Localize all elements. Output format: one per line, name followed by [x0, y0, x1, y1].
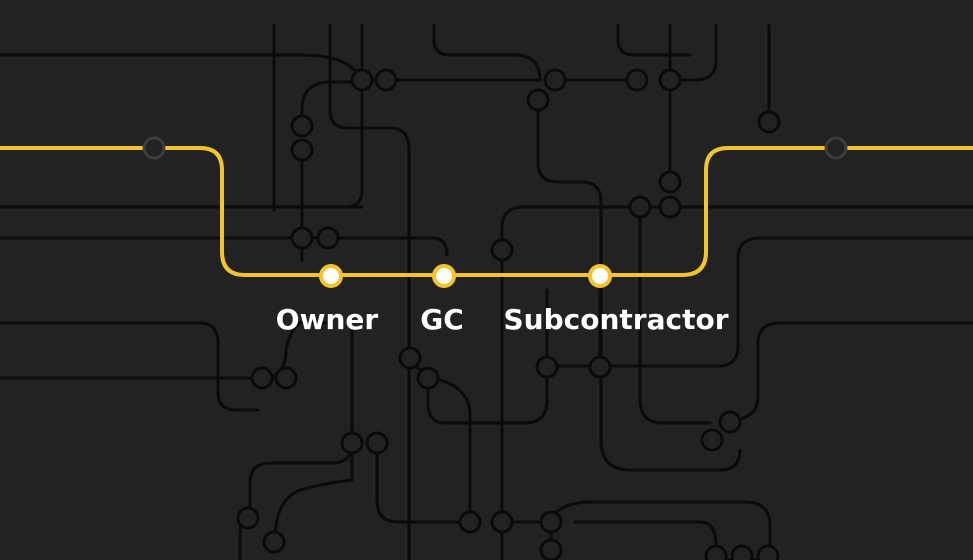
- stop-subcontractor-label: Subcontractor: [503, 303, 729, 336]
- route-end-node-right: [824, 136, 848, 160]
- stop-owner-marker: [319, 264, 343, 288]
- stop-subcontractor-marker: [588, 264, 612, 288]
- stop-gc-marker: [432, 264, 456, 288]
- stop-gc-label: GC: [420, 303, 464, 336]
- highlighted-route-line: [0, 146, 973, 277]
- stop-owner-label: Owner: [275, 303, 379, 336]
- route-end-node-left: [142, 136, 166, 160]
